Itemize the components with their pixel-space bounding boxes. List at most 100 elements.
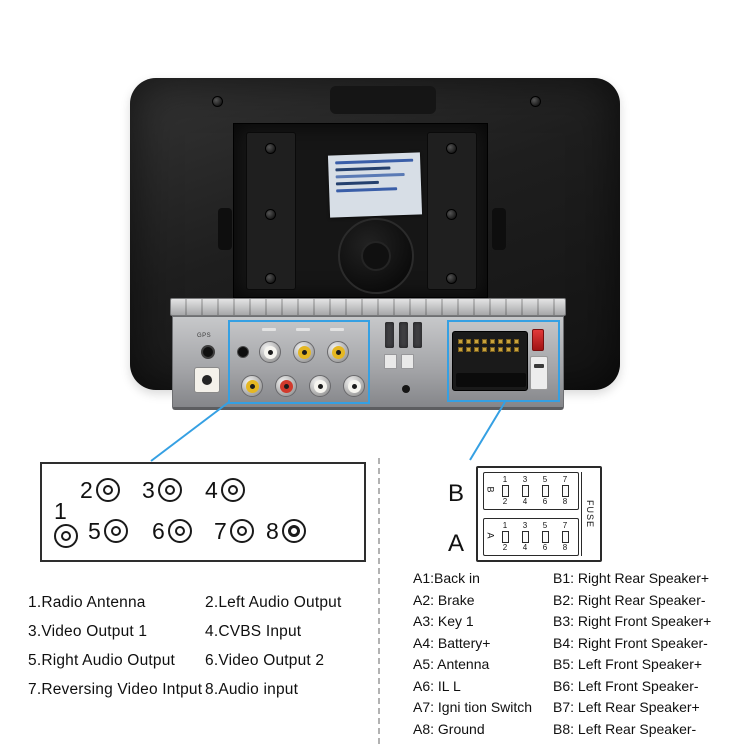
rca-highlight-box	[228, 320, 370, 404]
round-mount-plate	[338, 218, 414, 294]
pin-column: 7 8	[555, 476, 575, 506]
pinout-entry: A6: IL L	[413, 677, 461, 694]
rca-item-8: 8	[266, 519, 306, 543]
pin	[473, 346, 479, 352]
rca-number: 2	[80, 476, 93, 503]
socket-hole	[202, 375, 212, 385]
rca-core	[347, 379, 361, 393]
pin-slot	[521, 485, 529, 497]
legend-item: 4.CVBS Input	[205, 622, 302, 640]
pin-number: 8	[562, 543, 568, 552]
pin-number: 7	[562, 521, 568, 530]
pin-column: 1 2	[495, 522, 515, 552]
pinout-entry: B8: Left Rear Speaker-	[553, 720, 697, 737]
pin-number: 1	[502, 475, 508, 484]
legend-item: 5.Right Audio Output	[28, 651, 176, 669]
port-label-dash	[296, 328, 310, 331]
vent-slot	[385, 322, 394, 348]
socket-ledge	[456, 373, 526, 387]
radio-antenna-socket	[194, 367, 220, 393]
screw-icon	[265, 143, 276, 154]
rca-circle-icon	[95, 478, 120, 502]
pin-number: 5	[542, 521, 548, 530]
pin-number: 2	[502, 497, 508, 506]
pinout-entry: B6: Left Front Speaker-	[553, 677, 699, 694]
rca-number: 5	[88, 517, 101, 544]
pin	[465, 346, 471, 352]
rca-core	[245, 379, 259, 393]
harness-highlight-box	[447, 320, 560, 402]
mini-round-port	[237, 346, 249, 358]
pin-block-a-letter: A	[485, 532, 496, 539]
pin-number: 2	[502, 543, 508, 552]
pin-slot	[561, 485, 569, 497]
pinout-entry: A5: Antenna	[413, 656, 490, 672]
iso-harness-socket	[452, 331, 528, 391]
pin-block-a: A 1 2 3 4 5 6 7	[483, 518, 579, 556]
rca-number: 3	[142, 476, 155, 503]
rca-hole	[267, 349, 273, 355]
pinout-entry: B3: Right Front Speaker+	[553, 613, 712, 629]
legend-row: 7.Reversing Video Intput 8.Audio input	[28, 675, 380, 704]
rca-item-3: 3	[142, 478, 182, 502]
pin-number: 3	[522, 521, 528, 530]
connector-b-label: B	[448, 480, 465, 507]
rca-core	[279, 379, 293, 393]
pinout-entry: B4: Right Front Speaker-	[553, 634, 708, 651]
legend-item: 6.Video Output 2	[205, 651, 325, 669]
gps-antenna-port	[201, 345, 215, 359]
fuse-holder	[532, 329, 544, 351]
pin-number: 5	[542, 475, 548, 484]
mounting-plate	[233, 123, 488, 298]
pin	[489, 346, 495, 352]
pin	[481, 346, 487, 352]
pin-number: 3	[522, 475, 528, 484]
rca-core	[313, 379, 327, 393]
port-label-dash	[262, 328, 276, 331]
rca-jack-red	[275, 375, 297, 397]
sticker-text-line	[335, 172, 405, 179]
rca-core	[331, 345, 345, 359]
rca-circle-inner	[287, 525, 300, 537]
sticker-text-line	[335, 180, 379, 186]
screw-icon	[212, 96, 223, 107]
port-label-dash	[330, 328, 344, 331]
rca-item-1: 1	[54, 500, 78, 548]
gps-port-label: GPS	[197, 333, 212, 339]
pin	[481, 338, 487, 344]
pin-number: 8	[562, 497, 568, 506]
connector-outline: FUSE B 1 2 3 4 5 6	[476, 466, 602, 562]
pinout-entry: B7: Left Rear Speaker+	[553, 699, 700, 715]
legend-row: 5.Right Audio Output 6.Video Output 2	[28, 646, 380, 675]
rca-jack-white	[259, 341, 281, 363]
vent-slot	[413, 322, 422, 348]
pinout-entry: B2: Right Rear Speaker-	[553, 591, 706, 608]
pin-block-b: B 1 2 3 4 5 6 7	[483, 472, 579, 510]
section-divider	[378, 458, 380, 744]
rca-hole	[335, 349, 341, 355]
pin	[465, 338, 471, 344]
sticker-text-line	[336, 187, 398, 193]
pin-column: 5 6	[535, 476, 555, 506]
legend-item: 3.Video Output 1	[28, 622, 148, 640]
micro-connector	[384, 354, 397, 369]
round-mount-hub	[361, 241, 391, 271]
rca-core	[297, 345, 311, 359]
rca-item-2: 2	[80, 478, 120, 502]
micro-connector	[401, 354, 414, 369]
pinout-entry: B1: Right Rear Speaker+	[553, 570, 710, 586]
rca-jack-white	[343, 375, 365, 397]
legend-item: 2.Left Audio Output	[205, 593, 342, 611]
pin-column: 5 6	[535, 522, 555, 552]
legend-row: 1.Radio Antenna 2.Left Audio Output	[28, 588, 380, 617]
pin-slot	[541, 531, 549, 543]
pin-column: 3 4	[515, 476, 535, 506]
pin-column: 1 2	[495, 476, 515, 506]
rca-jack-yellow	[241, 375, 263, 397]
rca-circle-icon	[220, 478, 245, 502]
rca-diagram-box: 2 3 4 1 5 6 7 8	[40, 462, 366, 562]
rca-number: 7	[214, 517, 227, 544]
sticker-text-line	[335, 166, 391, 172]
legend-item: 8.Audio input	[205, 680, 299, 698]
rca-circle-icon	[229, 519, 254, 543]
